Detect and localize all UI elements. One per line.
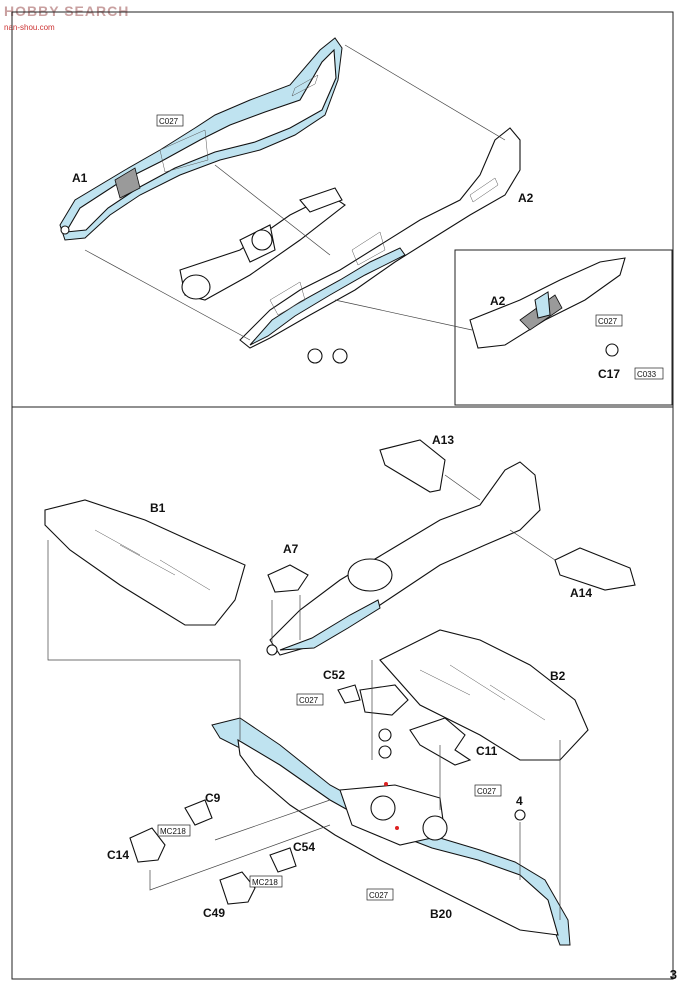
color-code-box [474,784,502,797]
leader-line [334,299,473,331]
label-a14: A14 [570,586,592,600]
label-c9: C9 [205,791,221,805]
fuselage-half-a2 [239,127,521,349]
label-a1: A1 [72,171,88,185]
watermark-url: nan-shou.com [4,23,55,32]
leader-line [214,164,331,256]
color-code-c027-c: C027 [299,696,319,705]
leader-line [47,540,241,740]
color-code-c027-e: C027 [369,891,389,900]
leader-line [444,474,481,501]
wing-lower-b20 [211,717,571,946]
label-a13: A13 [432,433,454,447]
watermark-brand: HOBBY SEARCH [4,3,130,19]
part-c54 [269,847,297,873]
detail-inset-frame [454,249,673,406]
help-symbol-icon [378,728,392,742]
fuselage-half-a1 [59,37,343,241]
label-c14: C14 [107,848,129,862]
part-4 [514,809,526,821]
leader-line [84,249,251,341]
leader-line [149,799,331,891]
color-code-box [249,875,283,888]
glue-symbol-icon [307,348,323,364]
red-mark [395,826,399,830]
color-code-c027-b: C027 [598,317,618,326]
glue-symbol-icon [378,745,392,759]
page-number: 3 [669,967,677,982]
stabilizer-a14 [554,547,636,591]
part-c9 [184,799,213,826]
wing-b2 [379,629,589,761]
color-code-box [296,693,324,706]
label-a7: A7 [283,542,299,556]
leader-line [439,745,521,880]
label-a2-detail: A2 [490,294,506,308]
label-c52: C52 [323,668,345,682]
label-a2: A2 [518,191,534,205]
wing-b1 [44,499,246,626]
color-code-box [634,367,664,380]
label-b2: B2 [550,669,566,683]
label-c54: C54 [293,840,315,854]
label-c11: C11 [476,744,498,758]
part-c49 [219,871,256,905]
part-c11 [409,717,472,766]
color-code-box [366,888,394,901]
label-c49: C49 [203,906,225,920]
leader-line [509,529,556,561]
part-c52 [337,684,361,704]
part-a7 [267,564,309,593]
color-code-mc218-b: MC218 [252,878,278,887]
fuselage-assembled [266,461,541,656]
color-code-box [595,314,623,327]
leader-line [344,44,506,141]
cockpit-tub [179,187,346,301]
color-code-c027-a: C027 [159,117,179,126]
paint-symbol-icon [332,348,348,364]
color-code-c027-d: C027 [477,787,497,796]
leader-line [271,595,301,645]
part-c17 [605,343,619,357]
part-c14 [129,827,166,863]
color-code-box [156,114,184,127]
label-c17: C17 [598,367,620,381]
step-2-frame [11,406,674,980]
color-code-mc218-a: MC218 [160,827,186,836]
label-4: 4 [516,794,523,808]
stabilizer-a13 [379,439,446,493]
color-code-c033: C033 [637,370,657,379]
red-mark [384,782,388,786]
label-b1: B1 [150,501,166,515]
color-code-box [157,824,191,837]
part-plate [359,684,409,716]
detail-a2-part [469,257,626,349]
leader-line [371,660,561,920]
label-b20: B20 [430,907,452,921]
